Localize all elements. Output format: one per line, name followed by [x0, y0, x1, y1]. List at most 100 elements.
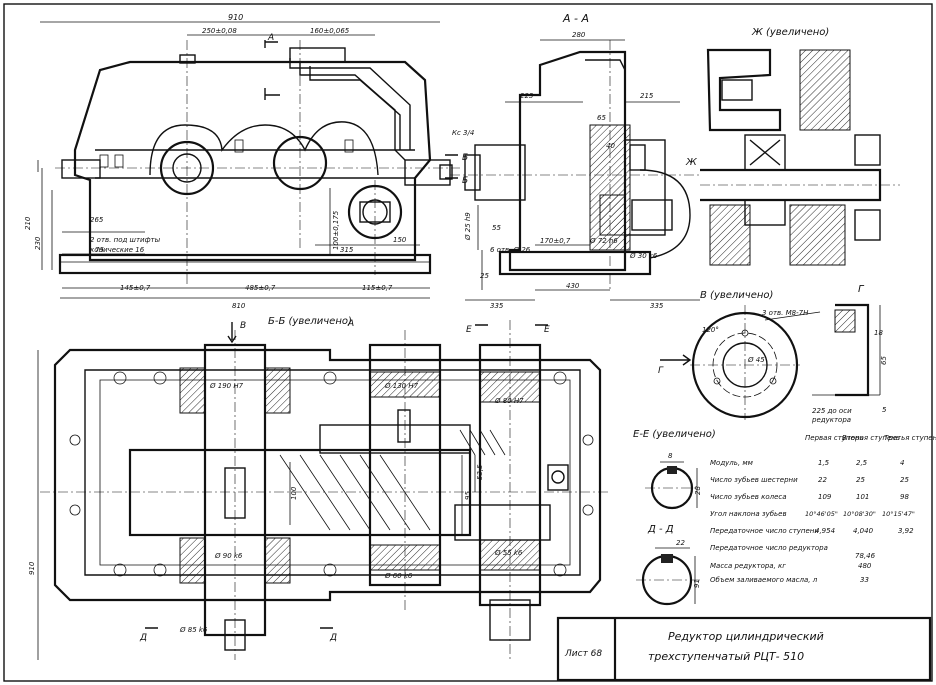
g-dim-5: 5 [882, 406, 887, 414]
aa-dim-55: 55 [492, 224, 501, 232]
front-dim-210: 210 [24, 216, 32, 230]
aa-dim-dia72: Ø 72 h6 [589, 237, 618, 245]
spec-cell: 10°46'05" [805, 510, 838, 518]
spec-cell: 98 [900, 493, 909, 501]
aa-dim-280: 280 [572, 31, 586, 39]
spec-header-2a: Вторая ступень [842, 434, 900, 442]
spec-table: Первая ступень Вторая ступень Третья сту… [710, 434, 936, 584]
front-dim-115: 115±0,7 [362, 284, 393, 292]
bb-dim-60: Ø 60 k6 [384, 572, 413, 580]
aa-dim-335l: 335 [490, 302, 504, 310]
ee-dim-8: 8 [668, 452, 673, 460]
bb-marker-e2: Е [544, 325, 550, 335]
aa-marker-zh: Ж [685, 157, 698, 168]
aa-dim-dia30: Ø 30 k6 [629, 252, 658, 260]
spec-row-label: Угол наклона зубьев [710, 510, 787, 518]
bb-dim-90: Ø 90 k6 [214, 552, 243, 560]
section-bb-view: Б-Б (увеличено) [28, 316, 610, 660]
section-ee-title: Е-Е (увеличено) [633, 429, 716, 440]
ee-dim-28: 28 [694, 486, 702, 495]
view-v-title: В (увеличено) [700, 290, 773, 301]
aa-dim-335r: 335 [650, 302, 664, 310]
dd-dim-91: 91 [693, 579, 701, 588]
title-line-2: трехступенчатый РЦТ- 510 [648, 650, 804, 663]
view-g: Г 225 до оси редуктора 18 65 5 [811, 284, 888, 424]
bb-dim-53: 53,5 [476, 464, 484, 480]
spec-cell: 33 [860, 576, 869, 584]
section-bb-title: Б-Б (увеличено) [268, 316, 352, 327]
aa-dim-223: 223 [520, 92, 533, 100]
g-dim-18: 18 [874, 329, 883, 337]
front-dim-thread: Кс 3/4 [452, 129, 474, 137]
aa-dim-430: 430 [566, 282, 580, 290]
spec-cell: 101 [856, 493, 869, 501]
aa-dim-170: 170±0,7 [540, 237, 571, 245]
bb-marker-d2: Д [329, 633, 337, 643]
aa-dim-holes: 6 отв. Ø 26 [490, 246, 531, 254]
spec-cell: 480 [858, 562, 872, 570]
spec-cell: 109 [818, 493, 832, 501]
bb-dim-910: 910 [28, 561, 36, 575]
bb-dim-55: Ø 55 k6 [494, 549, 523, 557]
front-view: 910 250±0,08 160±0,065 Кс 3/4 210 265 2 … [24, 13, 474, 310]
section-aa-view: А - А 280 223 215 65 4 [450, 12, 700, 310]
spec-cell: 4,040 [853, 527, 874, 535]
spec-cell: 10°15'47" [882, 510, 915, 518]
spec-row-label: Число зубьев шестерни [710, 476, 798, 484]
bb-marker-v: В [240, 321, 246, 331]
v-dim-dia45: Ø 45 [747, 356, 765, 364]
front-dim-810: 810 [232, 302, 246, 310]
sheet-number: Лист 68 [564, 649, 602, 659]
section-dd-view: Д - Д 22 91 [636, 524, 701, 606]
spec-row-label: Модуль, мм [710, 459, 754, 467]
aa-dim-40: 40 [606, 142, 615, 150]
front-note-pins: 2 отв. под штифты [90, 236, 161, 244]
section-dd-title: Д - Д [647, 524, 674, 535]
spec-cell: 10°08'30" [843, 510, 876, 518]
front-dim-150: 150 [393, 236, 407, 244]
front-marker-a: А [267, 33, 274, 43]
v-dim-holes: 3 отв. М8-7Н [762, 309, 809, 317]
bb-dim-80: Ø 80 H7 [494, 397, 524, 405]
spec-header-3a: Третья ступень [884, 434, 936, 442]
spec-cell: 78,46 [855, 552, 876, 560]
g-dim-225: 225 до оси [812, 407, 852, 415]
dd-dim-22: 22 [676, 539, 685, 547]
spec-header-1a: Первая ступень [805, 434, 864, 442]
bb-dim-95: 95 [464, 491, 472, 500]
spec-cell: 3,92 [898, 527, 914, 535]
g-dim-65: 65 [880, 356, 888, 365]
front-dim-265: 265 [90, 216, 104, 224]
front-note-pins2: конические 16 [90, 246, 145, 254]
spec-row-label: Объем заливаемого масла, л [710, 576, 818, 584]
bb-dim-85: Ø 85 k6 [179, 626, 208, 634]
front-dim-overall: 910 [228, 13, 243, 22]
spec-cell: 25 [856, 476, 865, 484]
spec-row-label: Масса редуктора, кг [710, 562, 786, 570]
aa-dim-215: 215 [640, 92, 654, 100]
front-dim-145: 145±0,7 [120, 284, 151, 292]
g-dim-reductor: редуктора [811, 416, 851, 424]
spec-cell: 25 [900, 476, 909, 484]
spec-row-label: Передаточное число ступени [710, 527, 819, 535]
front-dim-315: 315 [340, 246, 354, 254]
section-aa-title: А - А [562, 12, 589, 25]
aa-dim-65: 65 [597, 114, 606, 122]
spec-cell: 4,954 [815, 527, 835, 535]
v-dim-angle: 120° [702, 326, 719, 334]
spec-row-label: Число зубьев колеса [710, 493, 787, 501]
view-zh: Ж (увеличено) [700, 27, 900, 266]
bb-marker-a: А [347, 319, 354, 329]
front-dim-485: 485±0,7 [245, 284, 276, 292]
view-g-title: Г [858, 284, 865, 295]
front-dim-75: 75 [95, 246, 104, 254]
view-v: В (увеличено) 3 отв. М8-7Н 120° Ø 45 Г [658, 290, 821, 420]
title-block: Лист 68 Редуктор цилиндрический трехступ… [556, 616, 932, 682]
sheet-border [3, 3, 933, 682]
spec-row-label: Передаточное число редуктора [710, 544, 828, 552]
section-ee-view: Е-Е (увеличено) 8 28 [633, 429, 716, 510]
bb-marker-e1: Е [466, 325, 472, 335]
spec-cell: 4 [900, 459, 904, 467]
spec-cell: 2,5 [856, 459, 868, 467]
